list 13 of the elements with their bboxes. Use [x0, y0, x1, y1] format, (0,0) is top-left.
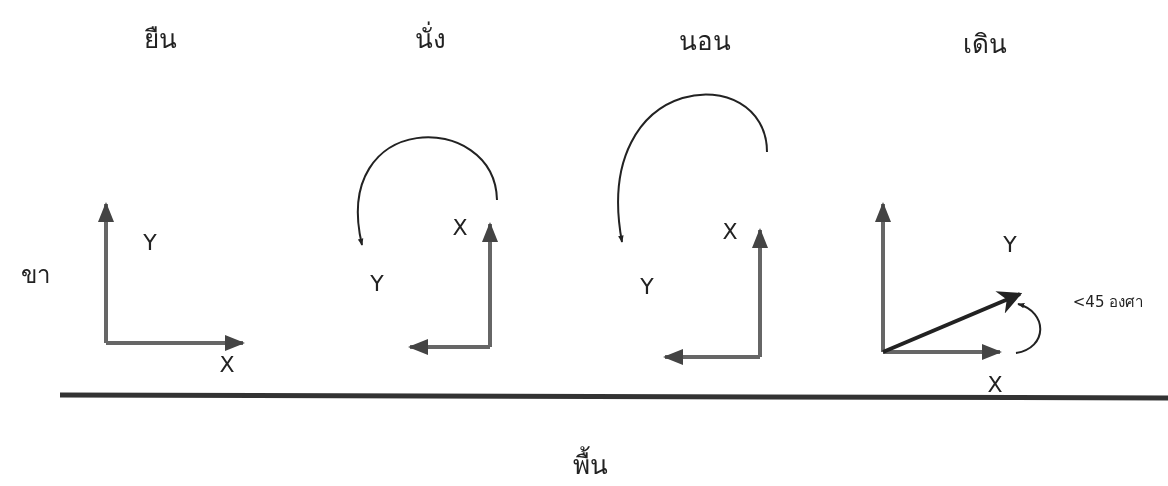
heading: ยืน: [143, 24, 177, 56]
axis-label: Y: [1003, 231, 1017, 259]
axis-label: X: [452, 214, 468, 242]
axis-label: Y: [370, 270, 384, 298]
axis-label: Y: [143, 229, 157, 257]
axis-label: X: [219, 351, 235, 379]
axis-label: X: [722, 218, 738, 246]
heading: นอน: [679, 26, 731, 58]
angle-label: <45 องศา: [1072, 293, 1144, 311]
axis-label: Y: [640, 273, 654, 301]
side-label: ขา: [20, 260, 50, 290]
axis-label: X: [987, 371, 1003, 399]
heading: เดิน: [963, 29, 1007, 61]
